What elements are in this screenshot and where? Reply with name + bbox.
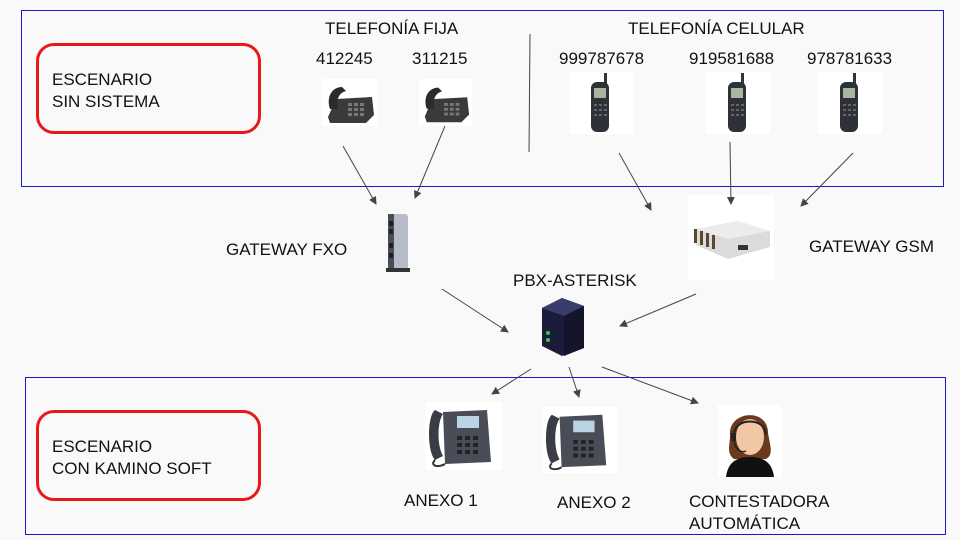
gateway-gsm-label: GATEWAY GSM xyxy=(809,237,934,256)
cell-number-3: 978781633 xyxy=(807,49,893,68)
ip-phone-icon xyxy=(425,402,503,470)
arrow-pbx-to-extension2 xyxy=(568,366,581,398)
arrow-landline2-to-fxo xyxy=(414,125,446,199)
cellular-title: TELEFONÍA CELULAR xyxy=(628,19,805,38)
desk-phone-icon xyxy=(322,79,377,126)
arrow-cell3-to-gsm xyxy=(800,152,854,207)
landline-number-1: 412245 xyxy=(316,49,373,68)
scenario-kamino-frame xyxy=(25,377,946,535)
extension-1-label: ANEXO 1 xyxy=(404,491,478,510)
desk-phone-icon xyxy=(419,79,472,126)
operator-headset-icon xyxy=(718,405,782,477)
server-icon xyxy=(540,296,586,358)
arrow-fxo-to-pbx xyxy=(441,288,509,333)
pbx-label: PBX-ASTERISK xyxy=(513,271,637,290)
scenario-without-system-frame xyxy=(21,10,944,187)
scenario-kamino-line1: ESCENARIO xyxy=(52,437,153,456)
section-divider xyxy=(528,33,531,153)
cell-phone-icon xyxy=(569,72,634,134)
arrow-pbx-to-attendant xyxy=(601,366,699,405)
cell-phone-icon xyxy=(706,72,771,134)
extension-2-label: ANEXO 2 xyxy=(557,493,631,512)
arrow-cell1-to-gsm xyxy=(618,152,652,211)
scenario-without-system-badge: ESCENARIO SIN SISTEMA xyxy=(36,43,261,134)
cell-number-1: 999787678 xyxy=(559,49,645,68)
auto-attendant-label-line1: CONTESTADORA xyxy=(689,492,830,511)
scenario-kamino-line2: CON KAMINO SOFT xyxy=(52,459,212,478)
landline-title: TELEFONÍA FIJA xyxy=(325,19,459,38)
landline-number-2: 311215 xyxy=(412,49,468,68)
scenario-kamino-badge: ESCENARIO CON KAMINO SOFT xyxy=(36,410,261,501)
gateway-fxo-label: GATEWAY FXO xyxy=(226,240,348,259)
fxo-gateway-icon xyxy=(384,213,412,273)
arrow-gsm-to-pbx xyxy=(619,293,697,327)
arrow-pbx-to-extension1 xyxy=(491,368,532,395)
gsm-gateway-icon xyxy=(688,195,774,280)
ip-phone-icon xyxy=(542,407,618,473)
arrow-landline1-to-fxo xyxy=(342,145,377,205)
auto-attendant-label-line2: AUTOMÁTICA xyxy=(689,514,801,533)
scenario-without-system-line1: ESCENARIO xyxy=(52,70,153,89)
arrow-cell2-to-gsm xyxy=(726,141,735,205)
cell-phone-icon xyxy=(818,72,883,134)
cell-number-2: 919581688 xyxy=(689,49,775,68)
scenario-without-system-line2: SIN SISTEMA xyxy=(52,92,160,111)
